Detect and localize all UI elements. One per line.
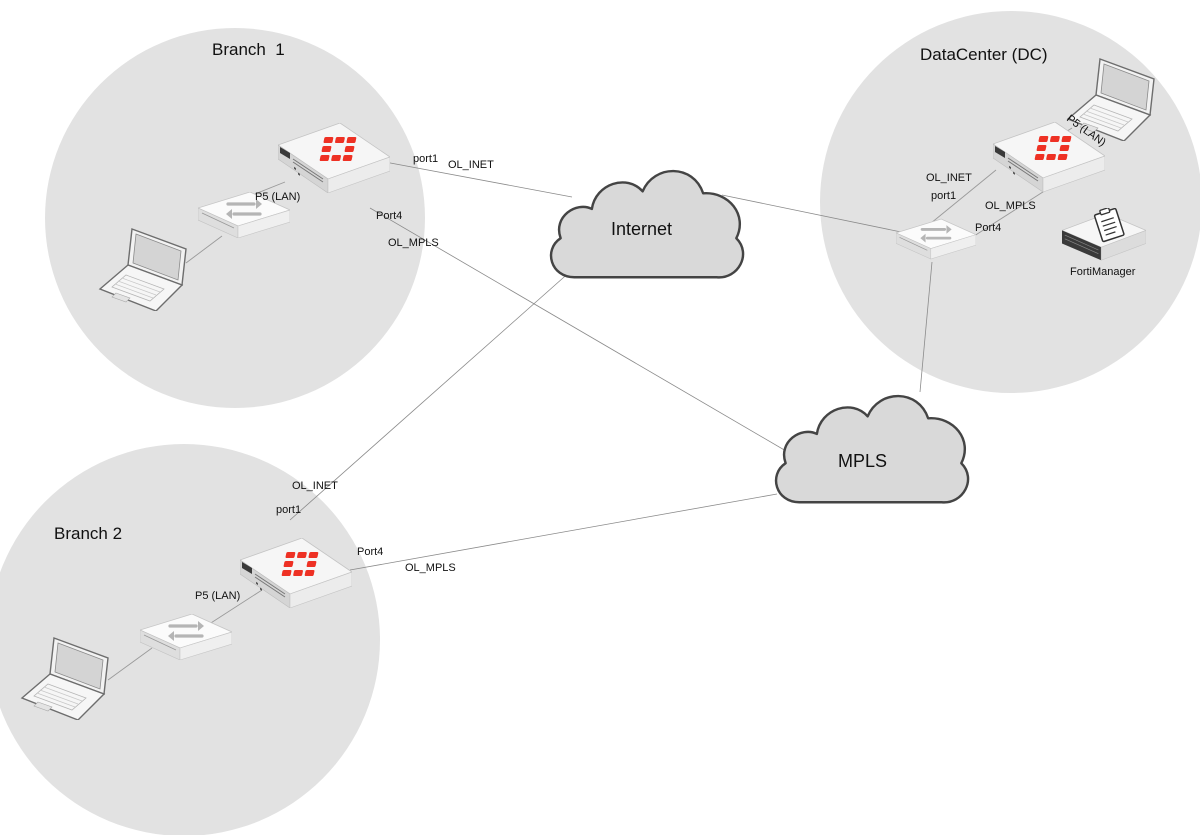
internet-cloud-label: Internet [611, 219, 672, 239]
dc-port4-label: Port4 [975, 222, 1001, 234]
fortimanager-label: FortiManager [1070, 266, 1136, 278]
site-title-datacenter: DataCenter (DC) [920, 45, 1048, 64]
link-dc-internet [721, 194, 907, 234]
b1-ol-mpls-label: OL_MPLS [388, 237, 439, 249]
link-b2-internet [289, 269, 573, 521]
b2-port1-label: port1 [276, 504, 301, 516]
b2-p5-lan-label: P5 (LAN) [195, 590, 240, 602]
b2-ol-mpls-label: OL_MPLS [405, 562, 456, 574]
dc-port1-label: port1 [931, 190, 956, 202]
b1-port4-label: Port4 [376, 210, 402, 222]
dc-ol-inet-label: OL_INET [926, 172, 972, 184]
b1-ol-inet-label: OL_INET [448, 159, 494, 171]
mpls-cloud-icon [774, 394, 970, 504]
dc-ol-mpls-label: OL_MPLS [985, 200, 1036, 212]
link-b1-mpls [369, 207, 799, 459]
site-title-branch-1: Branch 1 [212, 40, 285, 59]
b2-ol-inet-label: OL_INET [292, 480, 338, 492]
mpls-cloud-label: MPLS [838, 451, 887, 471]
b2-port4-label: Port4 [357, 546, 383, 558]
b1-port1-label: port1 [413, 153, 438, 165]
wan-links [289, 161, 933, 571]
link-b1-internet [384, 161, 573, 198]
link-b2-mpls [349, 493, 778, 571]
link-dc-mpls [919, 261, 933, 393]
site-title-branch-2: Branch 2 [54, 524, 122, 543]
b1-p5-lan-label: P5 (LAN) [255, 191, 300, 203]
